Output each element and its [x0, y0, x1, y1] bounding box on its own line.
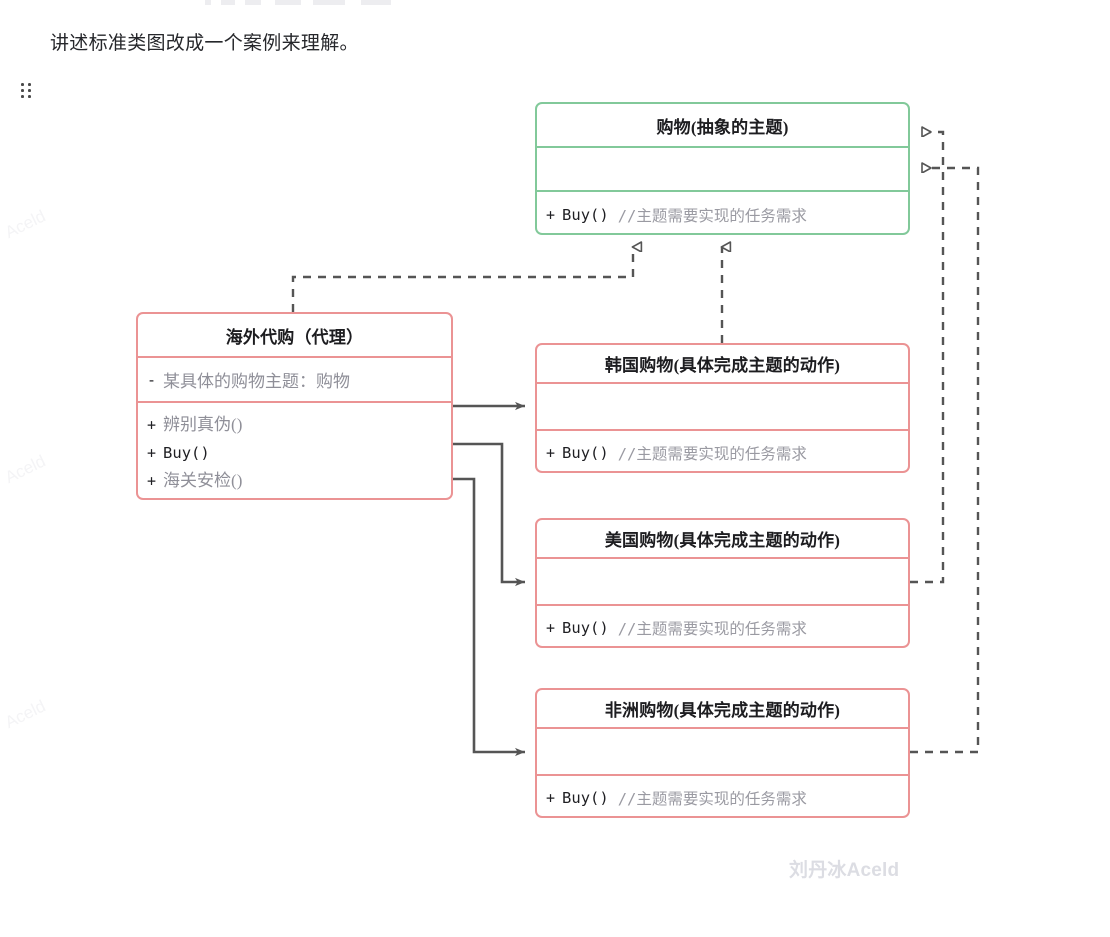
class-box-proxy[interactable]: 海外代购（代理） -某具体的购物主题：购物 + 辨别真伪() + Buy() + 海关…: [136, 312, 453, 500]
method-signature: Buy(): [562, 205, 609, 224]
visibility-marker: +: [546, 619, 556, 637]
visibility-marker: -: [147, 370, 157, 389]
method-comment: //主题需要实现的任务需求: [617, 206, 807, 225]
method-signature: Buy(): [562, 444, 609, 462]
drag-handle-icon[interactable]: [21, 83, 34, 101]
visibility-marker: +: [147, 472, 157, 490]
class-attributes-africa: [537, 729, 908, 776]
edge-proxy-realizes-subject: [291, 247, 633, 312]
class-box-korea[interactable]: 韩国购物(具体完成主题的动作) + Buy() //主题需要实现的任务需求: [535, 343, 910, 473]
method-comment: //主题需要实现的任务需求: [617, 445, 807, 463]
class-title-subject: 购物(抽象的主题): [537, 104, 908, 148]
class-title-proxy: 海外代购（代理）: [138, 314, 451, 358]
method-row: + 辨别真伪(): [147, 411, 451, 439]
page-top-cutoff-line: [205, 0, 605, 5]
class-box-africa[interactable]: 非洲购物(具体完成主题的动作) + Buy() //主题需要实现的任务需求: [535, 688, 910, 818]
method-comment: //主题需要实现的任务需求: [617, 620, 807, 638]
watermark-side-1: Aceld: [2, 206, 49, 243]
class-attributes-subject: [537, 148, 908, 192]
method-signature: Buy(): [163, 444, 210, 462]
method-signature: Buy(): [562, 789, 609, 807]
class-title-usa: 美国购物(具体完成主题的动作): [537, 520, 908, 559]
class-attributes-usa: [537, 559, 908, 606]
method-signature: 海关安检(): [163, 471, 243, 490]
visibility-marker: +: [546, 789, 556, 807]
watermark-side-3: Aceld: [2, 696, 49, 733]
watermark-side-2: Aceld: [2, 451, 49, 488]
visibility-marker: +: [147, 416, 157, 434]
visibility-marker: +: [546, 205, 556, 224]
class-box-subject[interactable]: 购物(抽象的主题) + Buy() //主题需要实现的任务需求: [535, 102, 910, 235]
visibility-marker: +: [546, 444, 556, 462]
edge-africa-realizes-subject: [910, 168, 980, 754]
watermark-author: 刘丹冰Aceld: [789, 860, 900, 881]
intro-paragraph: 讲述标准类图改成一个案例来理解。: [50, 33, 359, 54]
edge-usa-realizes-subject: [910, 132, 945, 584]
method-row: + Buy(): [147, 439, 451, 467]
class-methods-usa: + Buy() //主题需要实现的任务需求: [537, 606, 908, 646]
class-title-korea: 韩国购物(具体完成主题的动作): [537, 345, 908, 384]
class-methods-proxy: + 辨别真伪() + Buy() + 海关安检(): [138, 403, 451, 498]
edge-proxy-uses-usa: [453, 442, 525, 587]
class-box-usa[interactable]: 美国购物(具体完成主题的动作) + Buy() //主题需要实现的任务需求: [535, 518, 910, 648]
class-title-africa: 非洲购物(具体完成主题的动作): [537, 690, 908, 729]
method-signature: 辨别真伪(): [163, 415, 243, 434]
method-row: + 海关安检(): [147, 467, 451, 495]
class-methods-korea: + Buy() //主题需要实现的任务需求: [537, 431, 908, 471]
method-signature: Buy(): [562, 619, 609, 637]
method-comment: //主题需要实现的任务需求: [617, 790, 807, 808]
attribute-text: 某具体的购物主题：购物: [163, 372, 351, 391]
class-methods-africa: + Buy() //主题需要实现的任务需求: [537, 776, 908, 816]
visibility-marker: +: [147, 444, 157, 462]
class-attributes-proxy: -某具体的购物主题：购物: [138, 358, 451, 403]
class-attributes-korea: [537, 384, 908, 431]
edge-proxy-uses-africa: [453, 477, 525, 757]
class-methods-subject: + Buy() //主题需要实现的任务需求: [537, 192, 908, 233]
